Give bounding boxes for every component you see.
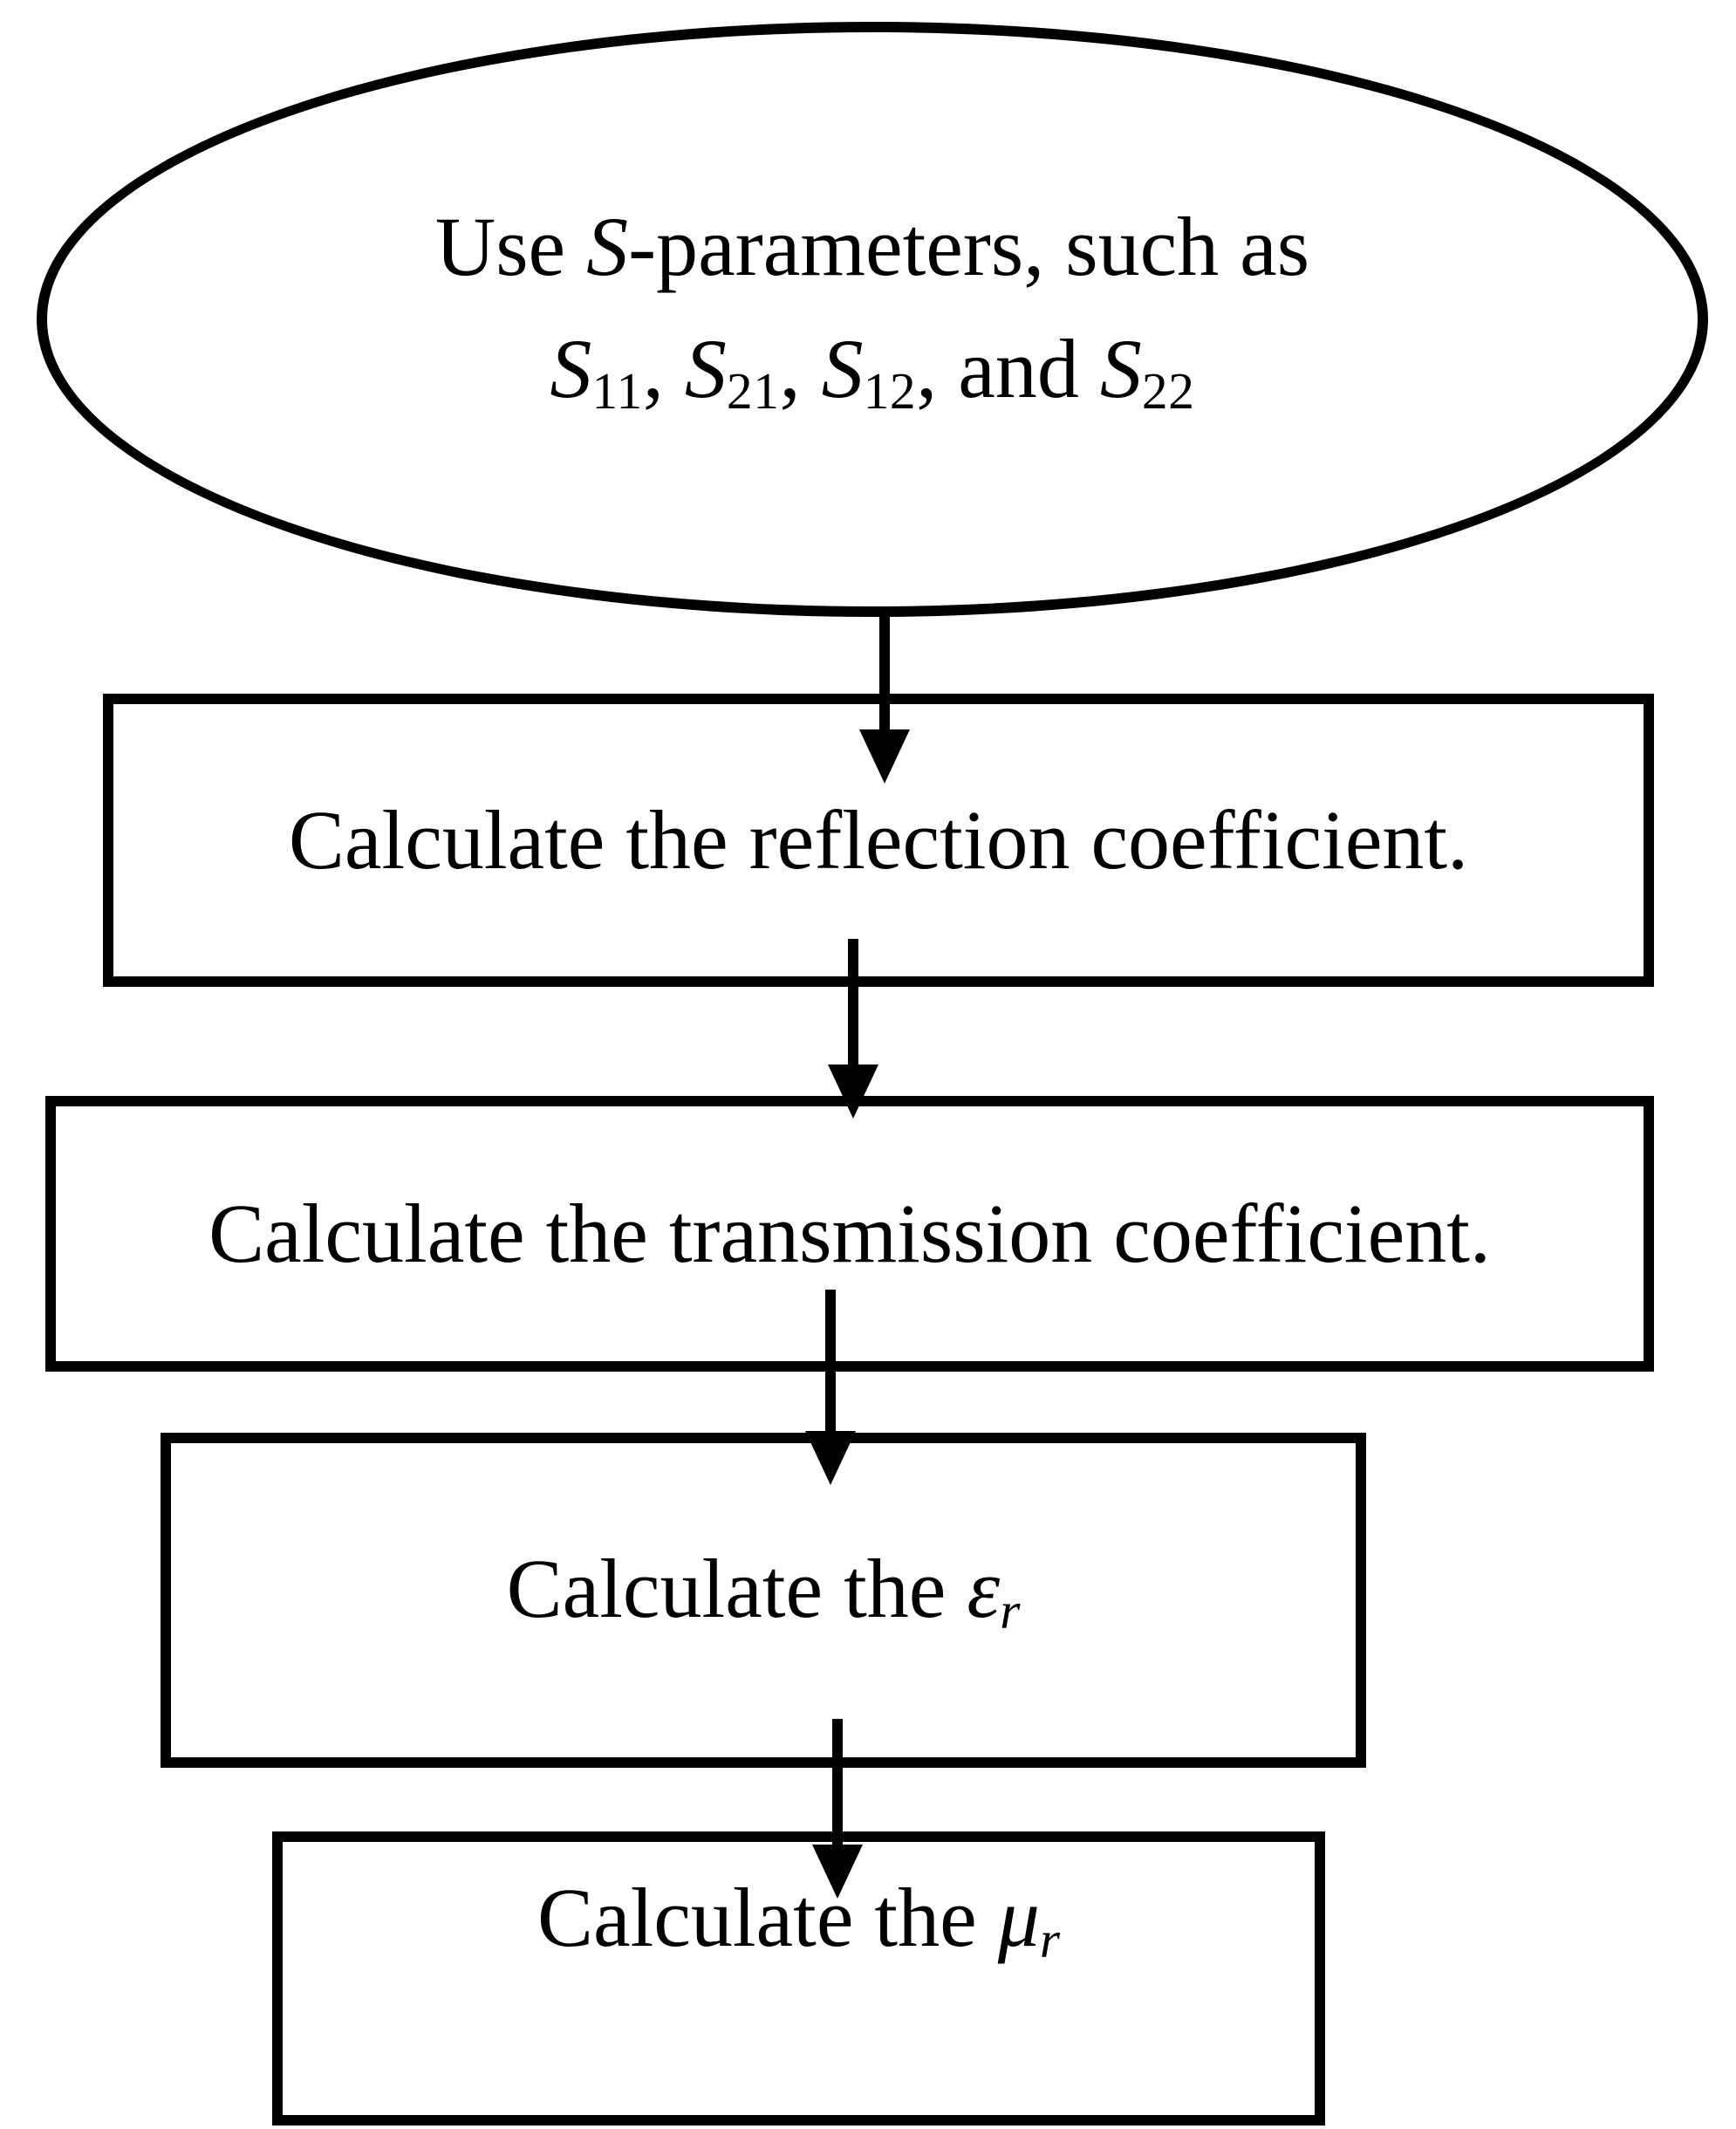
arrow-down-icon bbox=[805, 1431, 856, 1485]
arrow-down-icon bbox=[859, 729, 910, 784]
process-box-epsilon-r-label: Calculate the εr bbox=[506, 1542, 1021, 1640]
arrow-down-icon bbox=[828, 1064, 878, 1119]
arrow-shaft bbox=[825, 1290, 836, 1434]
arrow-shaft bbox=[848, 939, 858, 1068]
process-box-epsilon-r: Calculate the εr bbox=[161, 1433, 1366, 1768]
process-box-transmission: Calculate the transmission coefficient. bbox=[45, 1096, 1654, 1372]
start-label-line2: S11, S21, S12, and S22 bbox=[550, 322, 1195, 421]
start-ellipse-node: Use S-parameters, such as S11, S21, S12,… bbox=[37, 22, 1708, 617]
process-box-mu-r-label: Calculate the μr bbox=[537, 1870, 1061, 1969]
start-label-line1: Use S-parameters, such as bbox=[434, 200, 1310, 294]
arrow-shaft bbox=[879, 611, 890, 733]
arrow-down-icon bbox=[812, 1845, 863, 1899]
process-box-transmission-label: Calculate the transmission coefficient. bbox=[208, 1187, 1491, 1280]
process-box-reflection-label: Calculate the reflection coefficient. bbox=[288, 793, 1469, 887]
process-box-mu-r: Calculate the μr bbox=[272, 1831, 1325, 2126]
arrow-shaft bbox=[832, 1719, 843, 1848]
start-ellipse-label: Use S-parameters, such as S11, S21, S12,… bbox=[47, 186, 1698, 452]
